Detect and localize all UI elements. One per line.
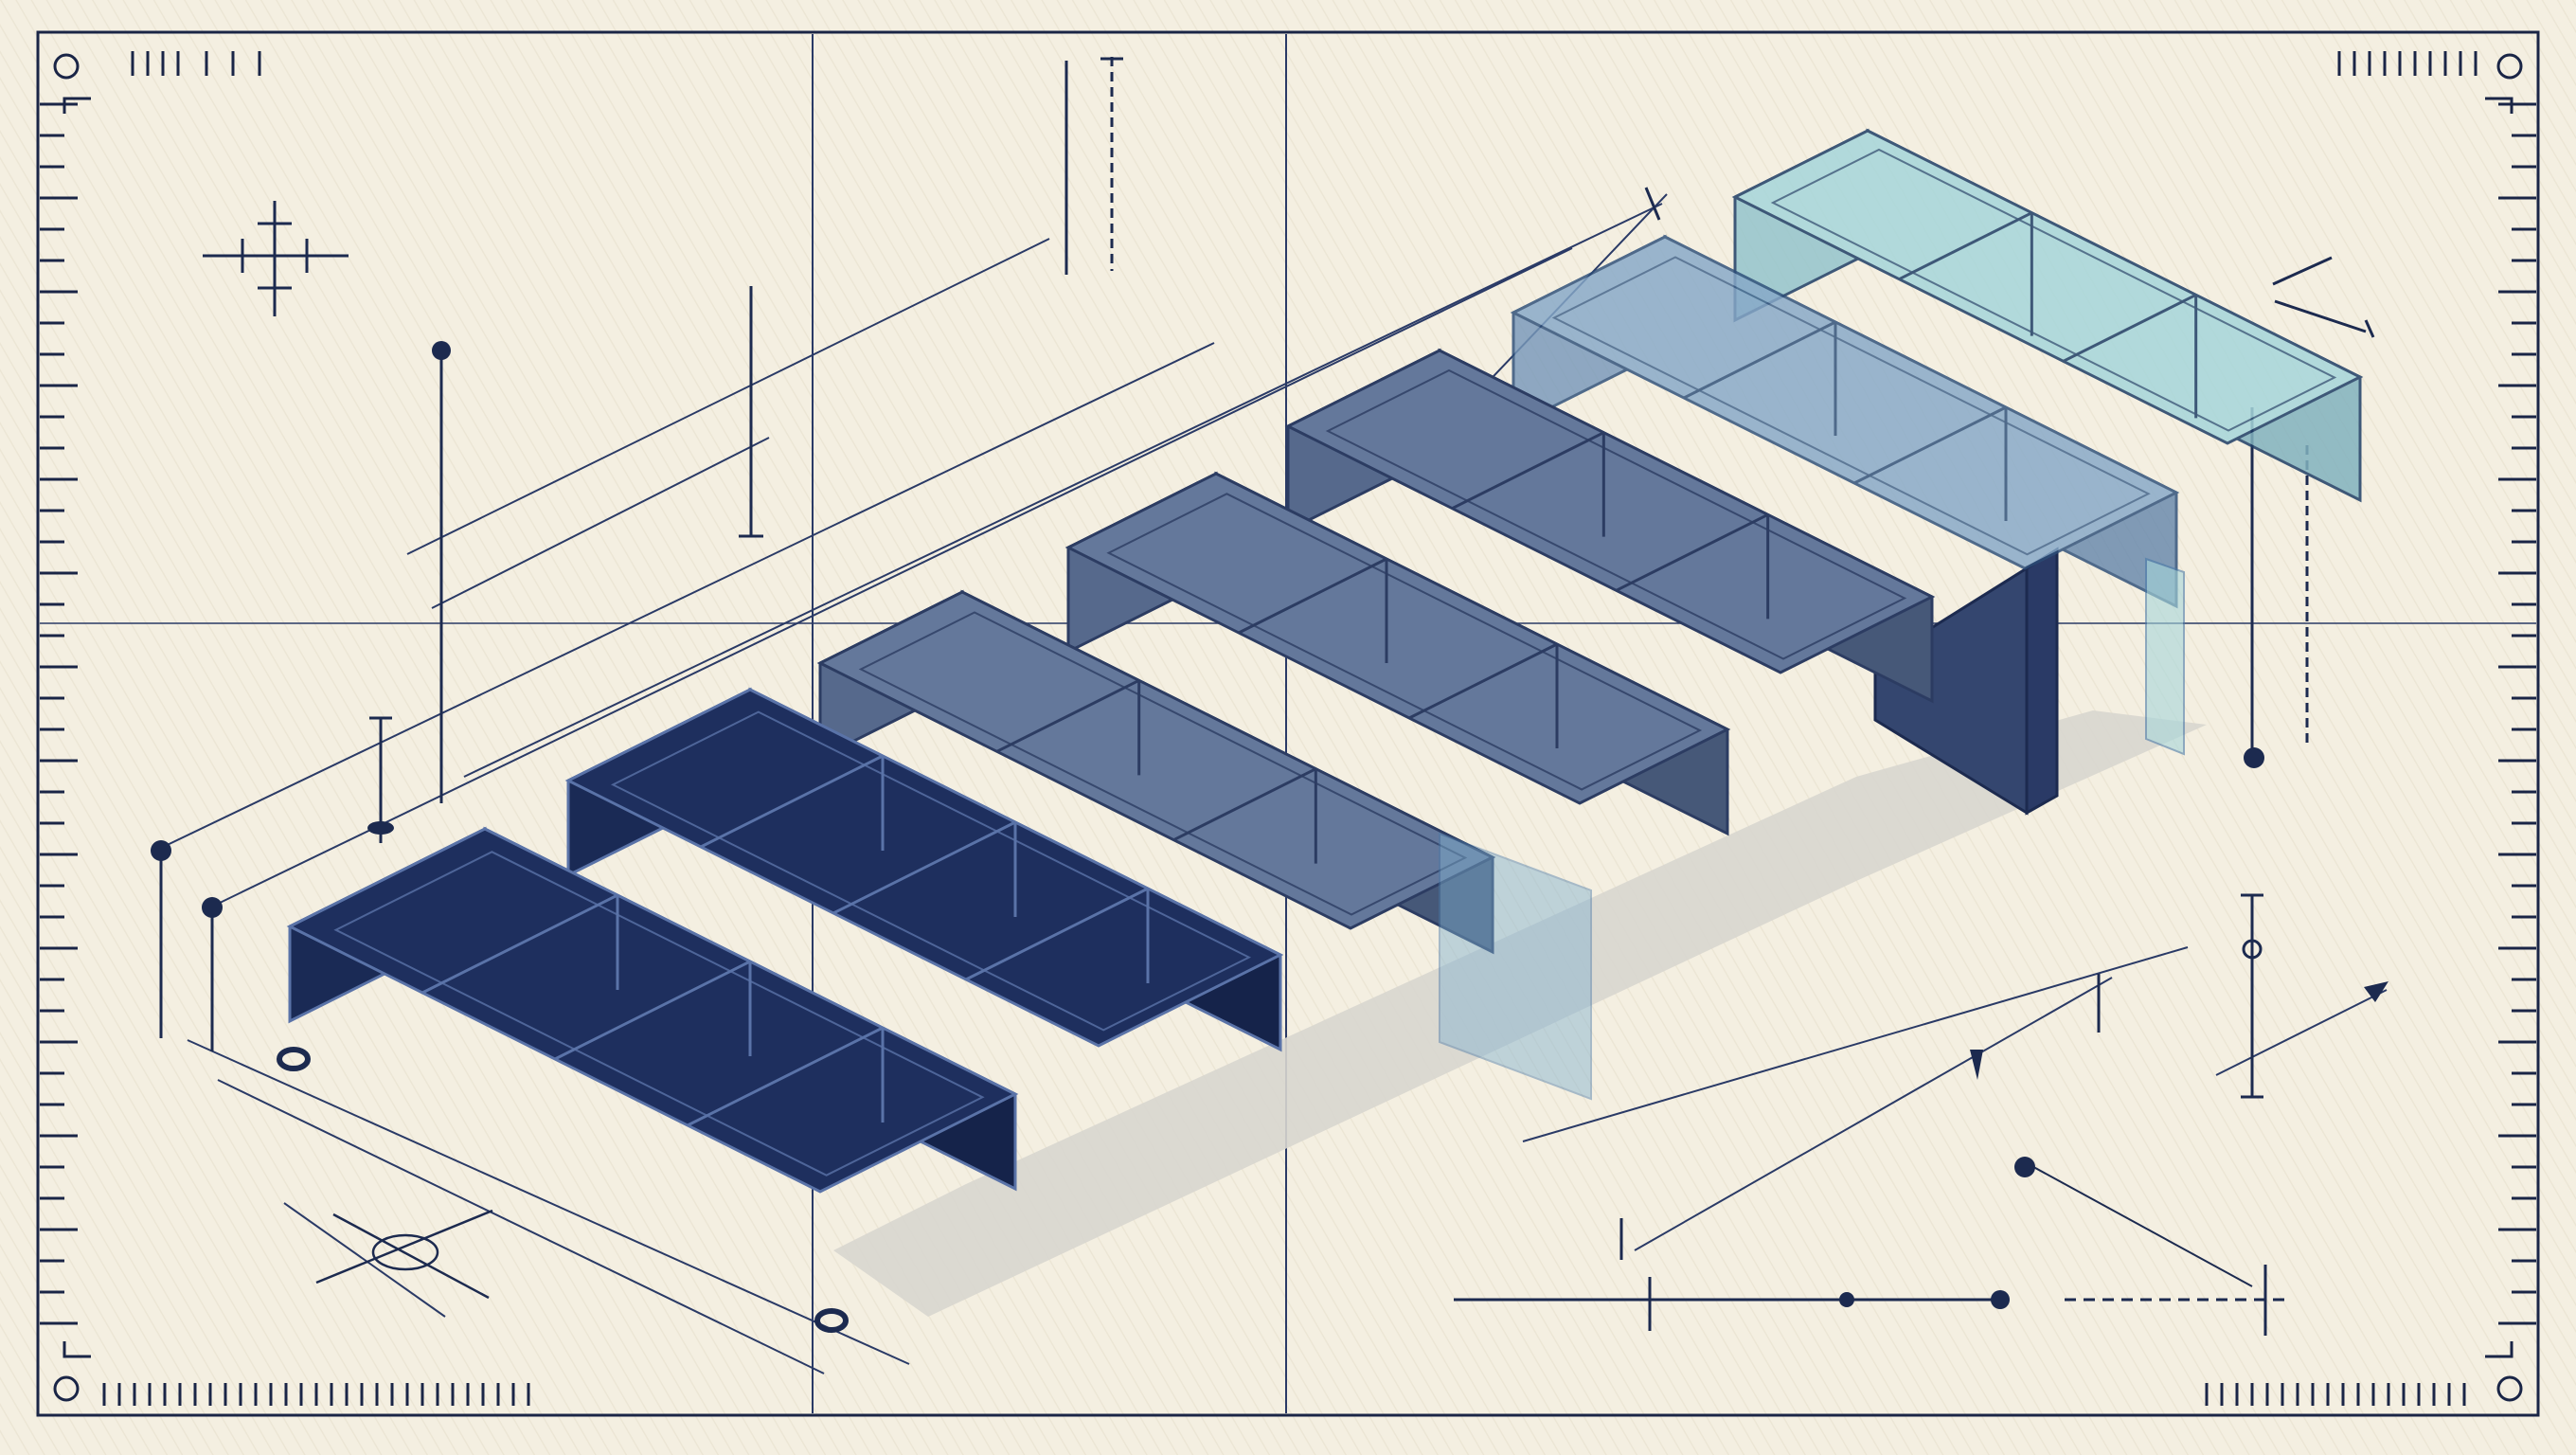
crosshair-icon [203, 201, 349, 316]
segment-divider [1615, 512, 1769, 592]
tier-slate-lower [1064, 471, 1731, 836]
dimension-node-icon [202, 897, 223, 918]
dimension-node-icon [151, 840, 171, 861]
ring-icon [277, 1047, 311, 1071]
segment-divider [1853, 405, 2007, 485]
segment-divider [1172, 767, 1317, 842]
dimension-node-icon [2244, 747, 2264, 768]
anchor-mark [367, 821, 394, 835]
dimension-node-icon [2014, 1157, 2035, 1177]
target-reticle-icon [315, 1209, 493, 1300]
stepped-block-stack [286, 128, 2364, 1194]
corner-bracket [63, 97, 91, 114]
block-shadow [833, 710, 2207, 1317]
tier-slate-upper [1284, 348, 1936, 704]
registration-circle-icon [2496, 1375, 2523, 1402]
corner-bracket [63, 1341, 91, 1358]
ruler-bottom [102, 1383, 2466, 1406]
ring-icon [814, 1308, 849, 1333]
tier-cyan [1731, 128, 2364, 503]
dimension-nodes [151, 341, 2388, 1309]
corner-bracket [2485, 97, 2513, 114]
segment-divider [554, 960, 751, 1061]
ring-icon [2242, 939, 2263, 960]
segment-divider [1238, 557, 1387, 635]
glass-panel [2145, 557, 2185, 756]
ruler-right [2498, 102, 2536, 1325]
segment-divider [1408, 642, 1558, 720]
segment-divider [832, 820, 1016, 915]
registration-circle-icon [53, 53, 80, 80]
tier-blue [1510, 234, 2180, 609]
block-top-inset [333, 851, 985, 1177]
tier-mid [816, 589, 1496, 955]
glass-panel [1439, 832, 1592, 1101]
segment-divider [1898, 211, 2033, 281]
segment-divider [700, 754, 884, 849]
pen-nib-icon [1970, 1050, 1983, 1080]
tier-navy-back [564, 687, 1284, 1052]
corner-bracket [2485, 1341, 2513, 1358]
segment-divider [965, 887, 1149, 981]
pen-nib-icon [2364, 981, 2388, 1002]
ring-markers [277, 939, 2263, 1333]
dimension-node-icon [1839, 1292, 1854, 1307]
ruler-left [40, 102, 78, 1325]
segment-divider [421, 893, 618, 995]
drawing-frame [36, 30, 2540, 1417]
support-pillar [1873, 566, 2029, 816]
registration-circle-icon [53, 1375, 80, 1402]
dimension-node-icon [1991, 1290, 2010, 1309]
segment-divider [2062, 293, 2197, 363]
segment-divider [687, 1026, 884, 1127]
tier-navy-front [286, 826, 1019, 1194]
support-pillar [2025, 547, 2059, 816]
ruler-top [131, 51, 2478, 76]
segment-divider [995, 678, 1140, 753]
registration-circle-icon [2496, 53, 2523, 80]
block-top-inset [610, 710, 1252, 1032]
segment-divider [1683, 320, 1836, 400]
segment-divider [1451, 431, 1605, 511]
dimension-node-icon [432, 341, 451, 360]
